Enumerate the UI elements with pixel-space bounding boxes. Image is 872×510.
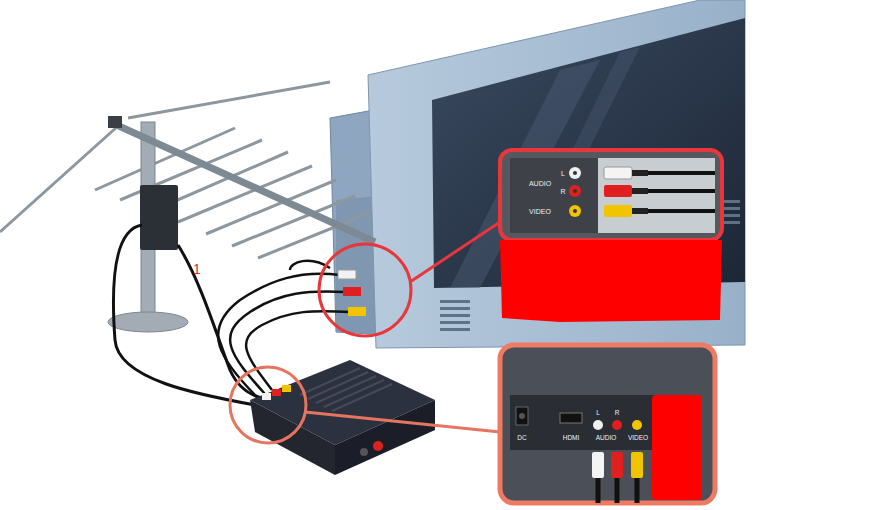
port-label: R bbox=[615, 410, 620, 417]
port-label: DC bbox=[517, 435, 526, 442]
leader-line bbox=[410, 222, 500, 282]
callout-circle bbox=[319, 244, 411, 336]
port-label: AUDIO bbox=[529, 180, 551, 187]
tv-bezel bbox=[368, 0, 745, 348]
callout-number: 1 bbox=[193, 262, 201, 276]
redacted-area bbox=[500, 240, 722, 322]
port-label: VIDEO bbox=[529, 208, 551, 215]
tv-zoom-panel bbox=[500, 150, 722, 240]
port-label: R bbox=[560, 188, 565, 195]
port-label: L bbox=[596, 410, 600, 417]
callout-circle bbox=[230, 367, 306, 443]
port-label: VIDEO bbox=[628, 435, 648, 442]
box-zoom-panel bbox=[500, 345, 715, 503]
port-label: AUDIO bbox=[596, 435, 617, 442]
port-label: HDMI bbox=[563, 435, 580, 442]
tv-plugs bbox=[338, 270, 366, 316]
redacted-area bbox=[652, 395, 702, 500]
set-top-box bbox=[250, 360, 435, 475]
leader-line bbox=[305, 412, 500, 432]
port-label: L bbox=[561, 170, 565, 177]
